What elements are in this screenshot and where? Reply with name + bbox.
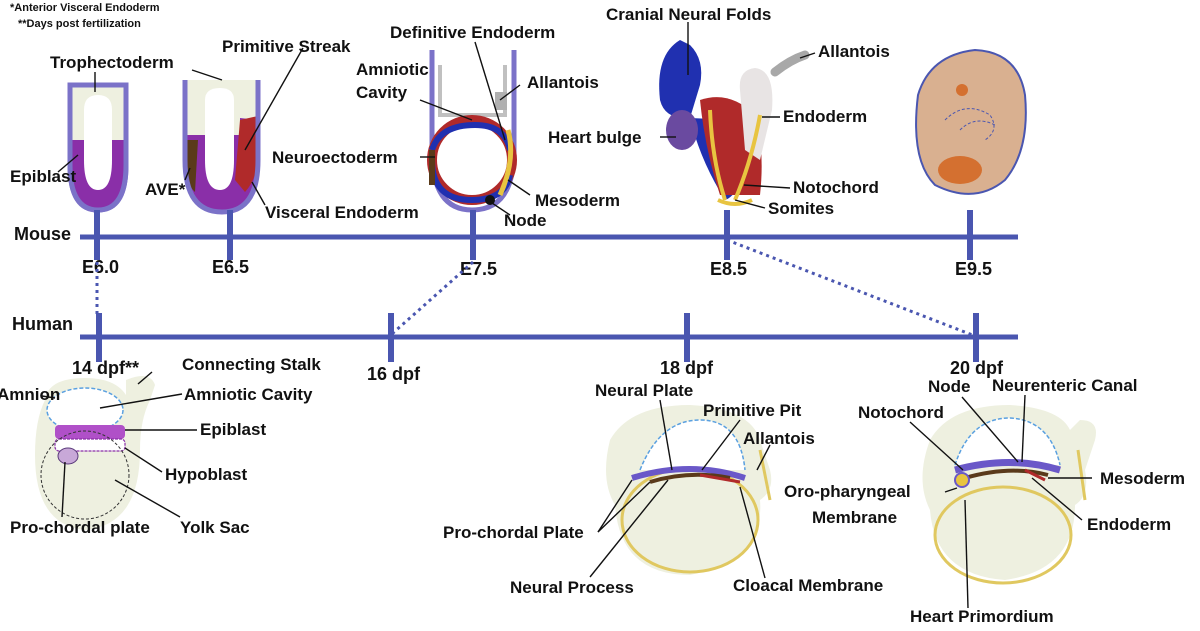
label-mesoderm: Mesoderm <box>535 191 620 210</box>
label-amnion: Amnion <box>0 385 60 404</box>
embryo-e6-5 <box>182 80 261 215</box>
embryo-14dpf <box>35 376 155 530</box>
mouse-timeline <box>80 210 1018 260</box>
label-neural-plate: Neural Plate <box>595 381 693 400</box>
stage-e7-5: E7.5 <box>460 259 497 279</box>
label-visceral-endoderm: Visceral Endoderm <box>265 203 419 222</box>
label-neural-process: Neural Process <box>510 578 634 597</box>
label-cavity: Cavity <box>356 83 408 102</box>
label-epiblast-h: Epiblast <box>200 420 266 439</box>
embryo-18dpf <box>606 405 772 575</box>
label-somites: Somites <box>768 199 834 218</box>
stage-16dpf: 16 dpf <box>367 364 421 384</box>
label-mesoderm-h: Mesoderm <box>1100 469 1185 488</box>
label-prochordal-plate-18: Pro-chordal Plate <box>443 523 584 542</box>
stage-e9-5: E9.5 <box>955 259 992 279</box>
stage-18dpf: 18 dpf <box>660 358 714 378</box>
stage-14dpf: 14 dpf** <box>72 358 139 378</box>
stage-e6-5: E6.5 <box>212 257 249 277</box>
embryo-e9-5 <box>915 48 1027 195</box>
label-allantois-e85: Allantois <box>818 42 890 61</box>
embryo-20dpf <box>922 405 1096 585</box>
label-primitive-pit: Primitive Pit <box>703 401 802 420</box>
mouse-label: Mouse <box>14 224 71 244</box>
human-label: Human <box>12 314 73 334</box>
label-node-h: Node <box>928 377 971 396</box>
label-epiblast: Epiblast <box>10 167 76 186</box>
label-endoderm-h: Endoderm <box>1087 515 1171 534</box>
stage-e8-5: E8.5 <box>710 259 747 279</box>
label-definitive-endoderm: Definitive Endoderm <box>390 23 555 42</box>
label-yolk-sac: Yolk Sac <box>180 518 250 537</box>
label-prochordal-plate-14: Pro-chordal plate <box>10 518 150 537</box>
label-trophectoderm: Trophectoderm <box>50 53 174 72</box>
label-node: Node <box>504 211 547 230</box>
label-cranial-neural-folds: Cranial Neural Folds <box>606 5 771 24</box>
label-allantois-h: Allantois <box>743 429 815 448</box>
footnote-ave: *Anterior Visceral Endoderm <box>10 2 160 14</box>
label-amniotic: Amniotic <box>356 60 429 79</box>
label-amniotic-cavity-h: Amniotic Cavity <box>184 385 313 404</box>
embryo-e6-0 <box>67 82 129 213</box>
label-oropharyngeal: Oro-pharyngeal <box>784 482 911 501</box>
label-notochord: Notochord <box>793 178 879 197</box>
label-primitive-streak: Primitive Streak <box>222 37 351 56</box>
label-heart-primordium: Heart Primordium <box>910 607 1054 626</box>
label-neurenteric-canal: Neurenteric Canal <box>992 376 1138 395</box>
embryo-e7-5 <box>427 50 517 213</box>
label-ave: AVE* <box>145 180 186 199</box>
correspondence-lines <box>95 238 976 338</box>
label-connecting-stalk: Connecting Stalk <box>182 355 321 374</box>
leader-lines <box>41 22 1092 609</box>
stage-20dpf: 20 dpf <box>950 358 1004 378</box>
label-endoderm: Endoderm <box>783 107 867 126</box>
human-timeline <box>80 313 1018 362</box>
label-hypoblast: Hypoblast <box>165 465 248 484</box>
embryo-e8-5 <box>659 40 810 206</box>
footnote-dpf: **Days post fertilization <box>18 18 141 30</box>
label-allantois: Allantois <box>527 73 599 92</box>
label-membrane: Membrane <box>812 508 897 527</box>
label-heart-bulge: Heart bulge <box>548 128 642 147</box>
label-notochord-h: Notochord <box>858 403 944 422</box>
label-cloacal-membrane: Cloacal Membrane <box>733 576 883 595</box>
label-neuroectoderm: Neuroectoderm <box>272 148 398 167</box>
stage-e6-0: E6.0 <box>82 257 119 277</box>
